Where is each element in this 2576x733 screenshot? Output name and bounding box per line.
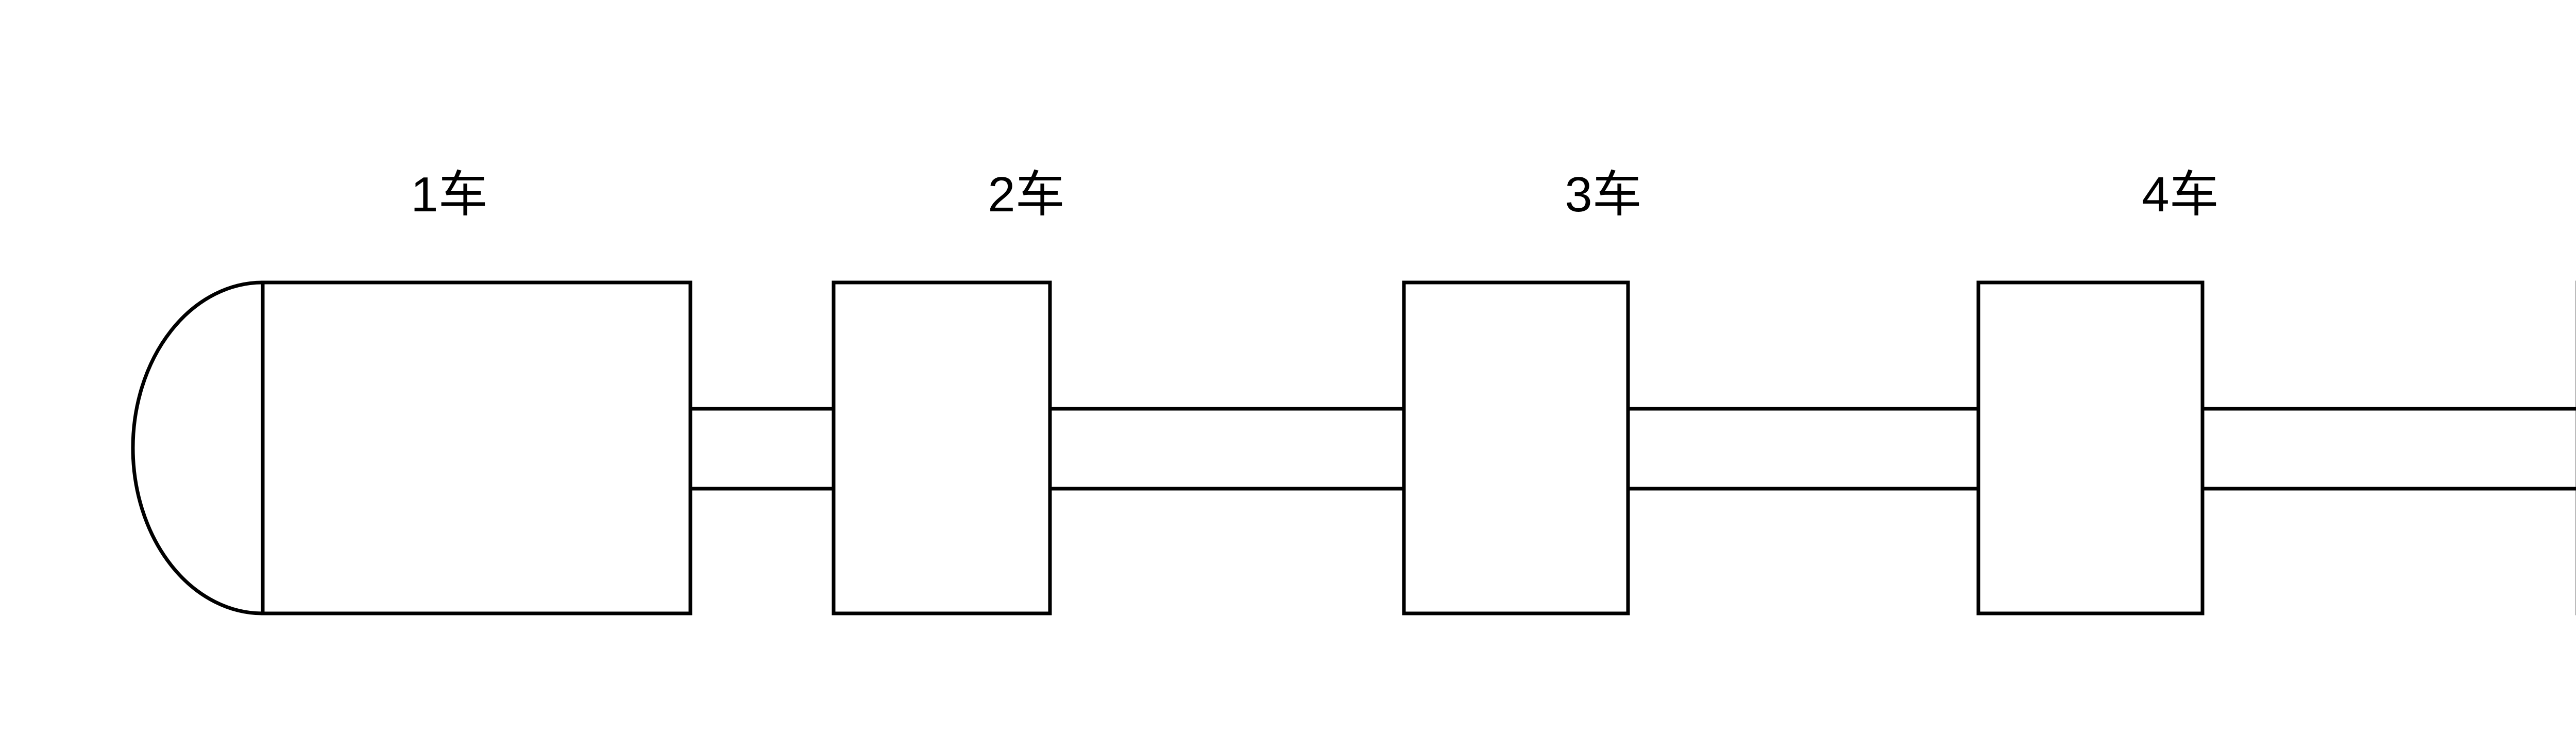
- connector-1-2: [688, 407, 836, 491]
- car-body-2[interactable]: [832, 280, 1052, 615]
- car-label-1: 1车: [411, 167, 488, 222]
- car-body-4[interactable]: [1976, 280, 2205, 615]
- car-body-1[interactable]: [261, 280, 692, 615]
- car-label-2: 2车: [988, 167, 1065, 222]
- connector-4-5: [2200, 407, 2576, 491]
- car-label-3: 3车: [1565, 167, 1642, 222]
- connector-2-3: [1048, 407, 1406, 491]
- car-label-4: 4车: [2142, 167, 2219, 222]
- connector-3-4: [1626, 407, 1980, 491]
- car-body-3[interactable]: [1402, 280, 1630, 615]
- nose-cone-shell: [131, 280, 265, 615]
